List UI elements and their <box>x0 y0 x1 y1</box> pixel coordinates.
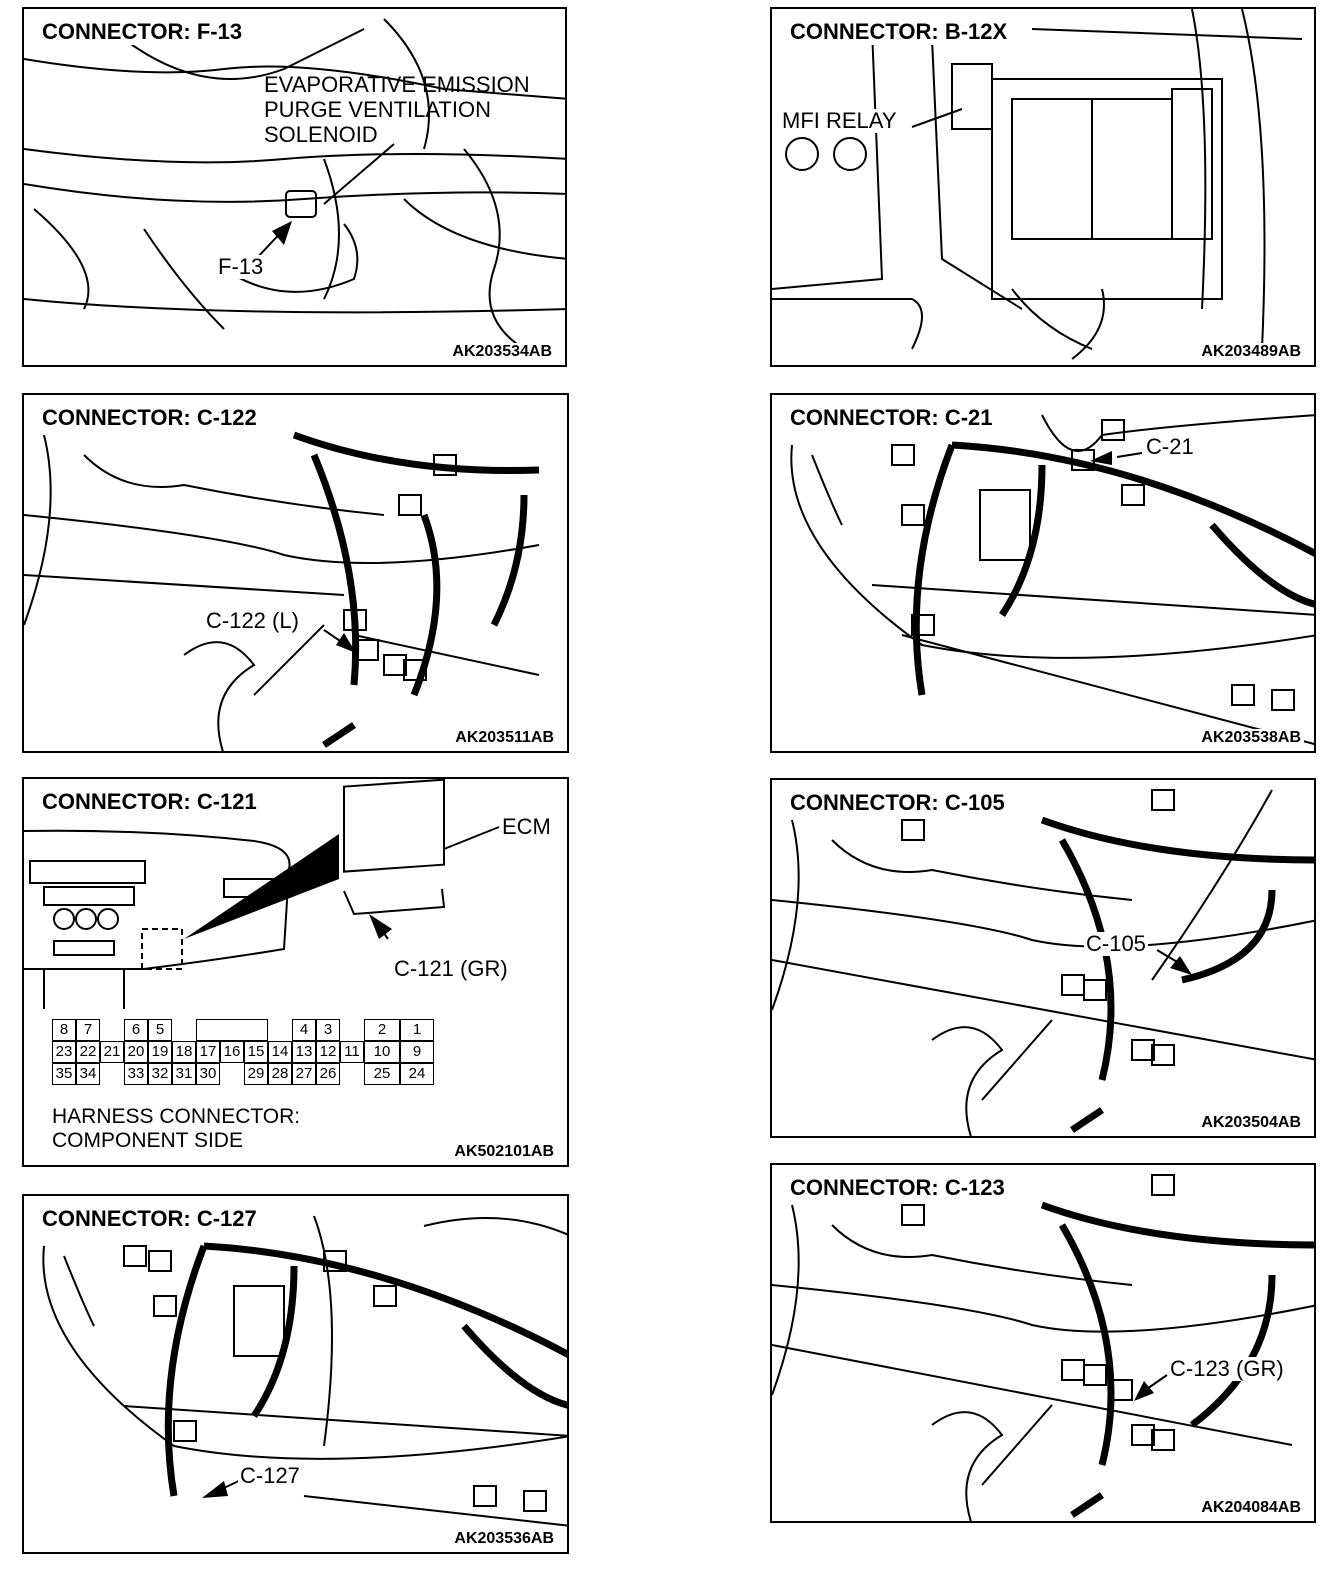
pin: 31 <box>172 1063 196 1085</box>
pin: 22 <box>76 1041 100 1063</box>
label-ecm: ECM <box>502 814 551 839</box>
figure-code: AK502101AB <box>451 1143 557 1161</box>
label-solenoid-line1: EVAPORATIVE EMISSION <box>264 72 530 97</box>
panel-title: CONNECTOR: C-121 <box>38 789 261 815</box>
panel-title: CONNECTOR: B-12X <box>786 19 1012 45</box>
pin: 30 <box>196 1063 220 1085</box>
pin: 17 <box>196 1041 220 1063</box>
figure-code: AK203489AB <box>1198 343 1304 361</box>
illustration-b12x <box>772 9 1303 360</box>
pin: 14 <box>268 1041 292 1063</box>
pin: 7 <box>76 1019 100 1041</box>
pin: 10 <box>364 1041 400 1063</box>
pin: 8 <box>52 1019 76 1041</box>
panel-connector-c105: CONNECTOR: C-105 C-105 AK203504AB <box>770 778 1316 1138</box>
pin: 29 <box>244 1063 268 1085</box>
illustration-c121 <box>24 779 500 1009</box>
pin: 23 <box>52 1041 76 1063</box>
panel-connector-b12x: CONNECTOR: B-12X MFI RELAY AK203489AB <box>770 7 1316 367</box>
pin: 15 <box>244 1041 268 1063</box>
pin: 33 <box>124 1063 148 1085</box>
pin: 16 <box>220 1041 244 1063</box>
pin: 9 <box>400 1041 434 1063</box>
pin: 27 <box>292 1063 316 1085</box>
panel-title: CONNECTOR: C-105 <box>786 790 1009 816</box>
label-solenoid-line3: SOLENOID <box>264 122 378 147</box>
harness-note: HARNESS CONNECTOR: COMPONENT SIDE <box>52 1105 300 1153</box>
pin: 5 <box>148 1019 172 1041</box>
figure-code: AK203511AB <box>452 729 557 747</box>
pin: 28 <box>268 1063 292 1085</box>
harness-note-line1: HARNESS CONNECTOR: <box>52 1105 301 1128</box>
illustration-c21 <box>790 414 1314 745</box>
harness-note-line2: COMPONENT SIDE <box>52 1129 243 1152</box>
figure-code: AK203538AB <box>1198 729 1304 747</box>
label-mfi-relay: MFI RELAY <box>780 108 899 133</box>
pin: 34 <box>76 1063 100 1085</box>
pin: 11 <box>340 1041 364 1063</box>
pin: 13 <box>292 1041 316 1063</box>
pin-blank-block <box>196 1019 268 1041</box>
pin: 32 <box>148 1063 172 1085</box>
panel-title: CONNECTOR: C-21 <box>786 405 997 431</box>
label-connector: C-121 (GR) <box>394 956 508 981</box>
figure-code: AK203504AB <box>1198 1114 1304 1132</box>
illustration-c123 <box>772 1174 1314 1521</box>
label-connector: C-123 (GR) <box>1168 1356 1286 1381</box>
figure-code: AK204084AB <box>1198 1499 1304 1517</box>
panel-connector-c123: CONNECTOR: C-123 C-123 (GR) AK204084AB <box>770 1163 1316 1523</box>
panel-connector-c122: CONNECTOR: C-122 C-122 (L) AK203511AB <box>22 393 569 753</box>
illustration-c122 <box>24 431 540 751</box>
panel-connector-c121: CONNECTOR: C-121 ECM C-121 (GR) 8 7 6 5 … <box>22 777 569 1167</box>
panel-title: CONNECTOR: C-122 <box>38 405 261 431</box>
pin: 6 <box>124 1019 148 1041</box>
label-solenoid-line2: PURGE VENTILATION <box>264 97 491 122</box>
pin: 25 <box>364 1063 400 1085</box>
label-connector: C-105 <box>1084 931 1148 956</box>
panel-connector-c21: CONNECTOR: C-21 C-21 AK203538AB <box>770 393 1316 753</box>
pin: 19 <box>148 1041 172 1063</box>
pin: 12 <box>316 1041 340 1063</box>
illustration-c127 <box>42 1215 567 1527</box>
pin: 3 <box>316 1019 340 1041</box>
figure-code: AK203534AB <box>449 343 555 361</box>
label-connector: C-21 <box>1144 434 1196 459</box>
panel-title: CONNECTOR: F-13 <box>38 19 247 45</box>
pin: 2 <box>364 1019 400 1041</box>
pin: 35 <box>52 1063 76 1085</box>
label-connector: C-122 (L) <box>204 608 301 633</box>
pin: 20 <box>124 1041 148 1063</box>
illustration-c105 <box>772 789 1314 1136</box>
panel-title: CONNECTOR: C-127 <box>38 1206 261 1232</box>
pin: 18 <box>172 1041 196 1063</box>
pin: 26 <box>316 1063 340 1085</box>
label-connector: C-127 <box>238 1463 302 1488</box>
figure-code: AK203536AB <box>451 1530 557 1548</box>
panel-connector-c127: CONNECTOR: C-127 C-127 AK203536AB <box>22 1194 569 1554</box>
pin: 21 <box>100 1041 124 1063</box>
panel-connector-f13: CONNECTOR: F-13 EVAPORATIVE EMISSION PUR… <box>22 7 567 367</box>
pin: 1 <box>400 1019 434 1041</box>
illustration-f13 <box>24 18 565 360</box>
pin: 4 <box>292 1019 316 1041</box>
label-connector: F-13 <box>216 254 266 279</box>
panel-title: CONNECTOR: C-123 <box>786 1175 1009 1201</box>
pin: 24 <box>400 1063 434 1085</box>
